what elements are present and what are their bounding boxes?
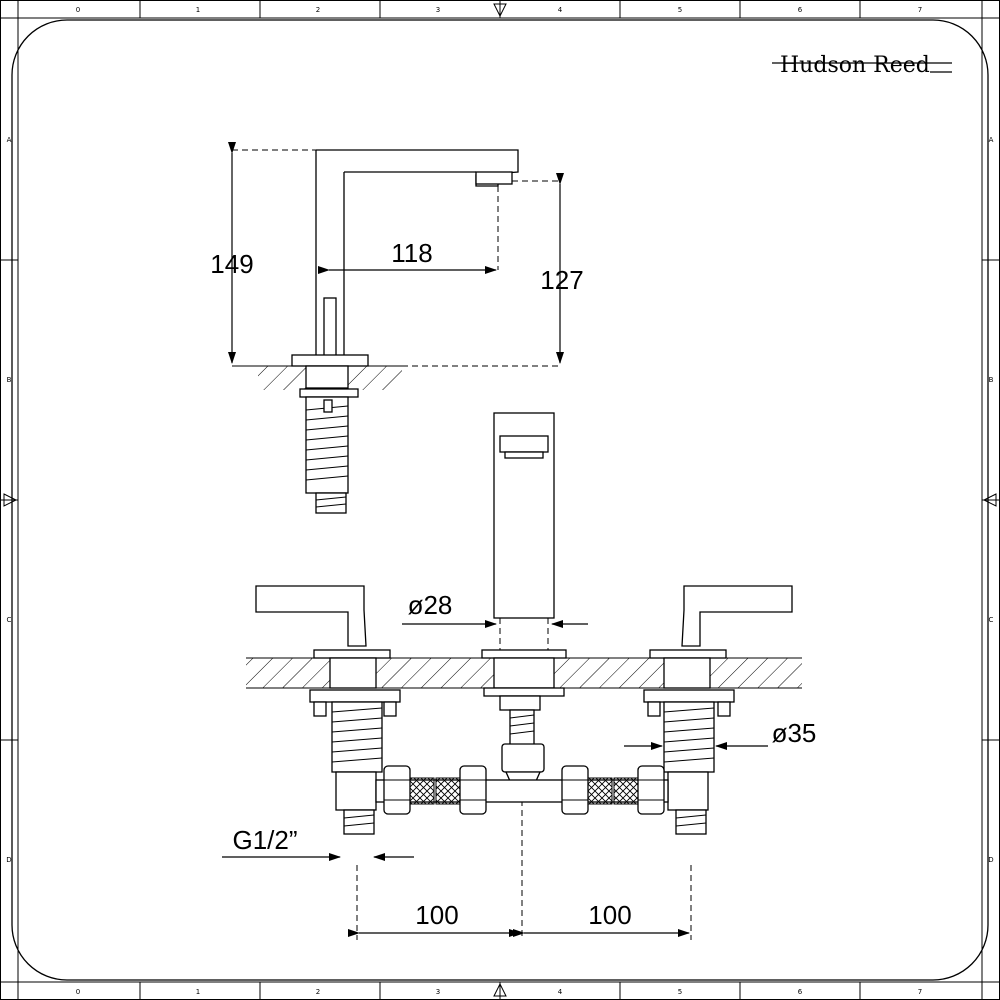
tail-fitting [315, 492, 347, 514]
dim-label-right-spacing: 100 [588, 900, 631, 930]
brand-logo: Hudson Reed [772, 53, 952, 78]
dim-label-connection: G1/2” [232, 825, 297, 855]
pipe-nut [561, 765, 589, 815]
row-label-left: D [6, 856, 11, 864]
dim-label-left-spacing: 100 [415, 900, 458, 930]
row-label-left: A [7, 136, 12, 144]
col-label-top: 7 [918, 6, 922, 14]
side-view: 149 118 127 [210, 142, 584, 514]
row-label-left: C [7, 616, 12, 624]
brand-name: Hudson Reed [780, 53, 930, 78]
dim-label-spout-reach: 118 [391, 238, 432, 268]
col-label-top: 4 [558, 6, 563, 14]
center-nut [501, 743, 545, 773]
right-valve-body [663, 701, 715, 773]
lever [323, 297, 337, 357]
row-label-right: B [989, 376, 994, 384]
dim-label-valve-diameter: ø35 [772, 718, 817, 748]
dim-label-spout-diameter: ø28 [408, 590, 453, 620]
pipe-nut [637, 765, 665, 815]
col-label-bottom: 4 [558, 988, 563, 996]
col-label-top: 6 [798, 6, 803, 14]
row-label-right: A [989, 136, 994, 144]
right-tail [675, 809, 707, 835]
col-label-bottom: 1 [196, 988, 200, 996]
dim-label-total-height: 149 [210, 249, 253, 279]
col-label-top: 5 [678, 6, 682, 14]
col-label-top: 0 [76, 6, 80, 14]
col-label-bottom: 2 [316, 988, 320, 996]
row-label-right: D [988, 856, 993, 864]
left-tail [343, 809, 375, 835]
left-lever [255, 585, 367, 647]
col-label-top: 3 [436, 6, 440, 14]
row-label-right: C [989, 616, 994, 624]
pipe-nut [459, 765, 487, 815]
row-label-left: B [7, 376, 12, 384]
col-label-bottom: 0 [76, 988, 80, 996]
col-label-top: 2 [316, 6, 320, 14]
front-view: ø28 ø35 G1/2” 100 100 [222, 412, 817, 940]
col-label-top: 1 [196, 6, 200, 14]
col-label-bottom: 3 [436, 988, 440, 996]
right-lever [681, 585, 793, 647]
pipe-nut [383, 765, 411, 815]
col-label-bottom: 6 [798, 988, 803, 996]
base-flange [291, 354, 369, 367]
col-label-bottom: 7 [918, 988, 922, 996]
col-label-bottom: 5 [678, 988, 682, 996]
dim-label-spout-height: 127 [540, 265, 583, 295]
